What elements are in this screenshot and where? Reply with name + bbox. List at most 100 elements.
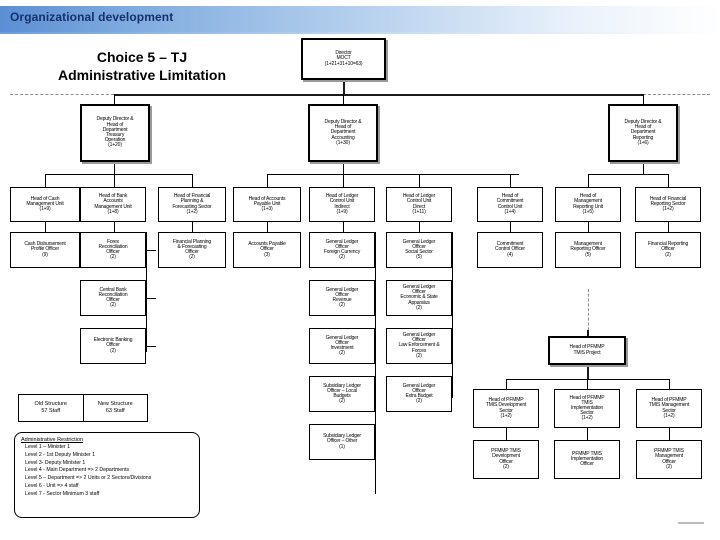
slide-header-bar [0, 6, 720, 32]
connector [114, 94, 115, 104]
connector [375, 232, 376, 494]
note-list: Level 1 – Minister 1 Level 2 - 1st Deput… [21, 444, 193, 499]
connector [419, 222, 420, 232]
note-item: Level 2 - 1st Deputy Minister 1 [25, 451, 96, 458]
connector [267, 174, 268, 187]
connector [146, 250, 156, 251]
connector [669, 428, 670, 440]
connector-dashed [643, 94, 710, 95]
administrative-restriction-note: Administrative Restriction Level 1 – Min… [14, 432, 200, 518]
connector [587, 428, 588, 440]
connector [343, 222, 344, 232]
connector [452, 232, 453, 398]
connector [45, 222, 46, 232]
connector [588, 174, 668, 175]
connector [506, 428, 507, 440]
connector [114, 222, 115, 232]
legend-old-value: 57 Staff [41, 408, 61, 414]
legend-new-label: New Structure [97, 401, 133, 408]
connector [343, 80, 345, 94]
connector [114, 94, 643, 96]
connector [587, 330, 589, 336]
connector [587, 379, 588, 389]
connector [669, 379, 670, 389]
connector [506, 379, 507, 389]
connector [643, 94, 644, 104]
connector [588, 174, 589, 187]
legend-new-value: 63 Staff [105, 408, 125, 414]
slide-header-title: Organizational development [10, 10, 174, 24]
connector [343, 94, 344, 104]
legend-new-structure: New Structure 63 Staff [82, 395, 148, 421]
connector [146, 298, 156, 299]
connector [267, 222, 268, 232]
connector [588, 222, 589, 232]
note-item: Level 7 - Sector Minimum 3 staff [25, 490, 100, 497]
slide-corner-mark [678, 522, 704, 524]
connector [510, 222, 511, 232]
